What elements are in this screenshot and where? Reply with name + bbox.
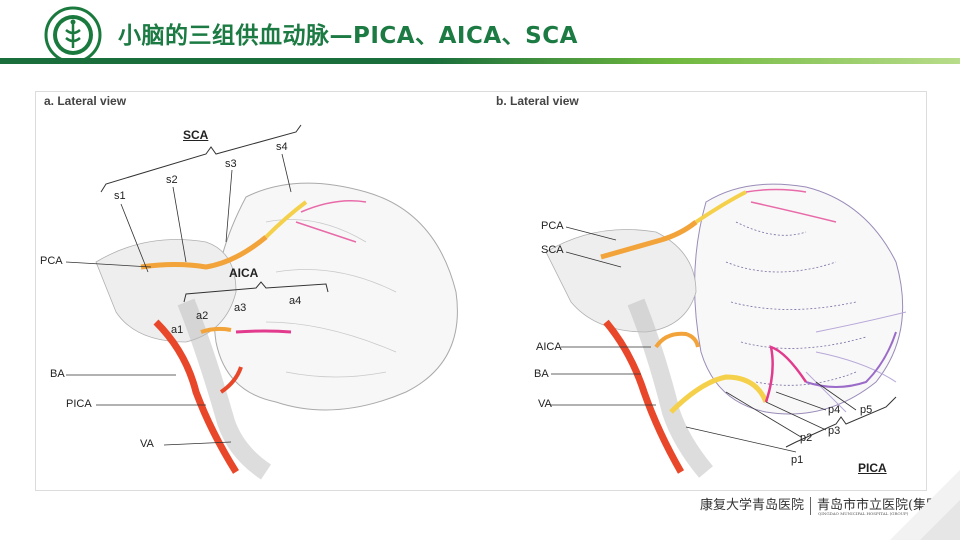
hospital-seal-icon — [44, 6, 102, 64]
label-pica: PICA — [66, 398, 92, 410]
label-aica-b: AICA — [536, 341, 562, 353]
footer-left-text: 康复大学青岛医院 — [700, 498, 805, 513]
label-ba: BA — [50, 368, 65, 380]
label-p5: p5 — [860, 404, 873, 416]
label-aica: AICA — [229, 266, 259, 280]
label-pca: PCA — [40, 255, 63, 267]
panel-b-title: b. Lateral view — [496, 94, 579, 108]
label-ba-b: BA — [534, 368, 549, 380]
footer-separator — [810, 496, 812, 515]
label-s1: s1 — [114, 190, 126, 202]
label-va: VA — [140, 438, 154, 450]
header-divider — [0, 58, 960, 64]
label-pca-b: PCA — [541, 220, 564, 232]
footer-right-subtext: QINGDAO MUNICIPAL HOSPITAL (GROUP) — [818, 511, 909, 516]
label-a4: a4 — [289, 295, 302, 307]
label-a1: a1 — [171, 324, 184, 336]
label-p2: p2 — [800, 432, 813, 444]
corner-decoration — [890, 470, 960, 540]
label-va-b: VA — [538, 398, 552, 410]
footer-hospital-logo: 康复大学青岛医院青岛市市立医院(集团) QINGDAO MUNICIPAL HO… — [700, 494, 944, 520]
label-s2: s2 — [166, 174, 178, 186]
label-p4: p4 — [828, 404, 841, 416]
figure-frame: a. Lateral view — [35, 91, 927, 491]
label-s4: s4 — [276, 141, 288, 153]
footer-right-text: 青岛市市立医院(集团) — [817, 498, 945, 513]
panel-a-title: a. Lateral view — [44, 94, 127, 108]
panel-b-illustration — [545, 183, 907, 478]
panel-a-illustration — [65, 124, 458, 480]
header: 小脑的三组供血动脉—PICA、AICA、SCA — [0, 0, 960, 70]
label-a3: a3 — [234, 302, 247, 314]
label-p1: p1 — [791, 454, 804, 466]
label-a2: a2 — [196, 310, 209, 322]
label-pica-b: PICA — [858, 461, 887, 475]
panel-b-lateral-view: b. Lateral view — [486, 92, 926, 490]
label-s3: s3 — [225, 158, 237, 170]
label-p3: p3 — [828, 425, 841, 437]
label-sca-b: SCA — [541, 244, 564, 256]
panel-a-lateral-view: a. Lateral view — [36, 92, 476, 490]
page-title: 小脑的三组供血动脉—PICA、AICA、SCA — [118, 23, 578, 49]
label-sca: SCA — [183, 128, 209, 142]
